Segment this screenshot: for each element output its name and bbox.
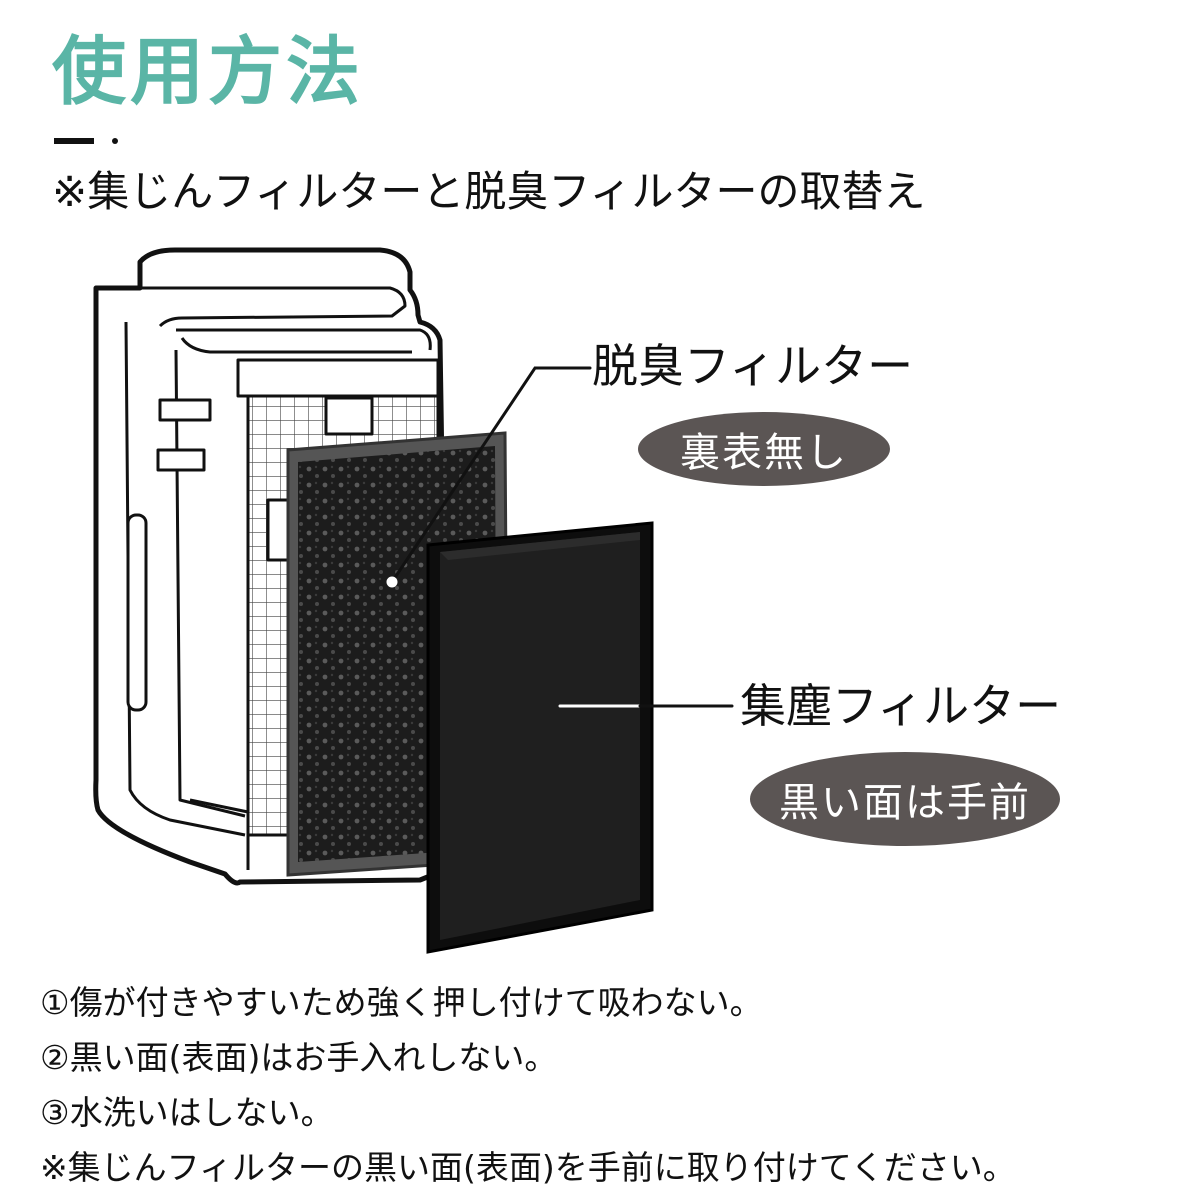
- usage-note: ③水洗いはしない。: [40, 1093, 334, 1132]
- usage-note: ①傷が付きやすいため強く押し付けて吸わない。: [40, 983, 763, 1022]
- deodorizing-filter-leader-line: [390, 366, 592, 584]
- deodorizing-filter-label: 脱臭フィルター: [592, 339, 914, 393]
- title-underline: [54, 138, 94, 144]
- title-underline-dot: [112, 138, 118, 144]
- usage-note: ②黒い面(表面)はお手入れしない。: [40, 1038, 558, 1077]
- usage-note: ※集じんフィルターの黒い面(表面)を手前に取り付けてください。: [40, 1148, 1016, 1187]
- dust-filter-icon: [426, 521, 654, 954]
- page-title: 使用方法: [52, 29, 364, 115]
- page-subtitle: ※集じんフィルターと脱臭フィルターの取替え: [52, 167, 926, 216]
- dust-filter-label: 集塵フィルター: [740, 679, 1062, 733]
- deodorizing-filter-badge: 裏表無し: [638, 412, 890, 486]
- dust-filter-badge: 黒い面は手前: [750, 752, 1060, 846]
- usage-notes-list: ①傷が付きやすいため強く押し付けて吸わない。 ②黒い面(表面)はお手入れしない。…: [40, 975, 1016, 1195]
